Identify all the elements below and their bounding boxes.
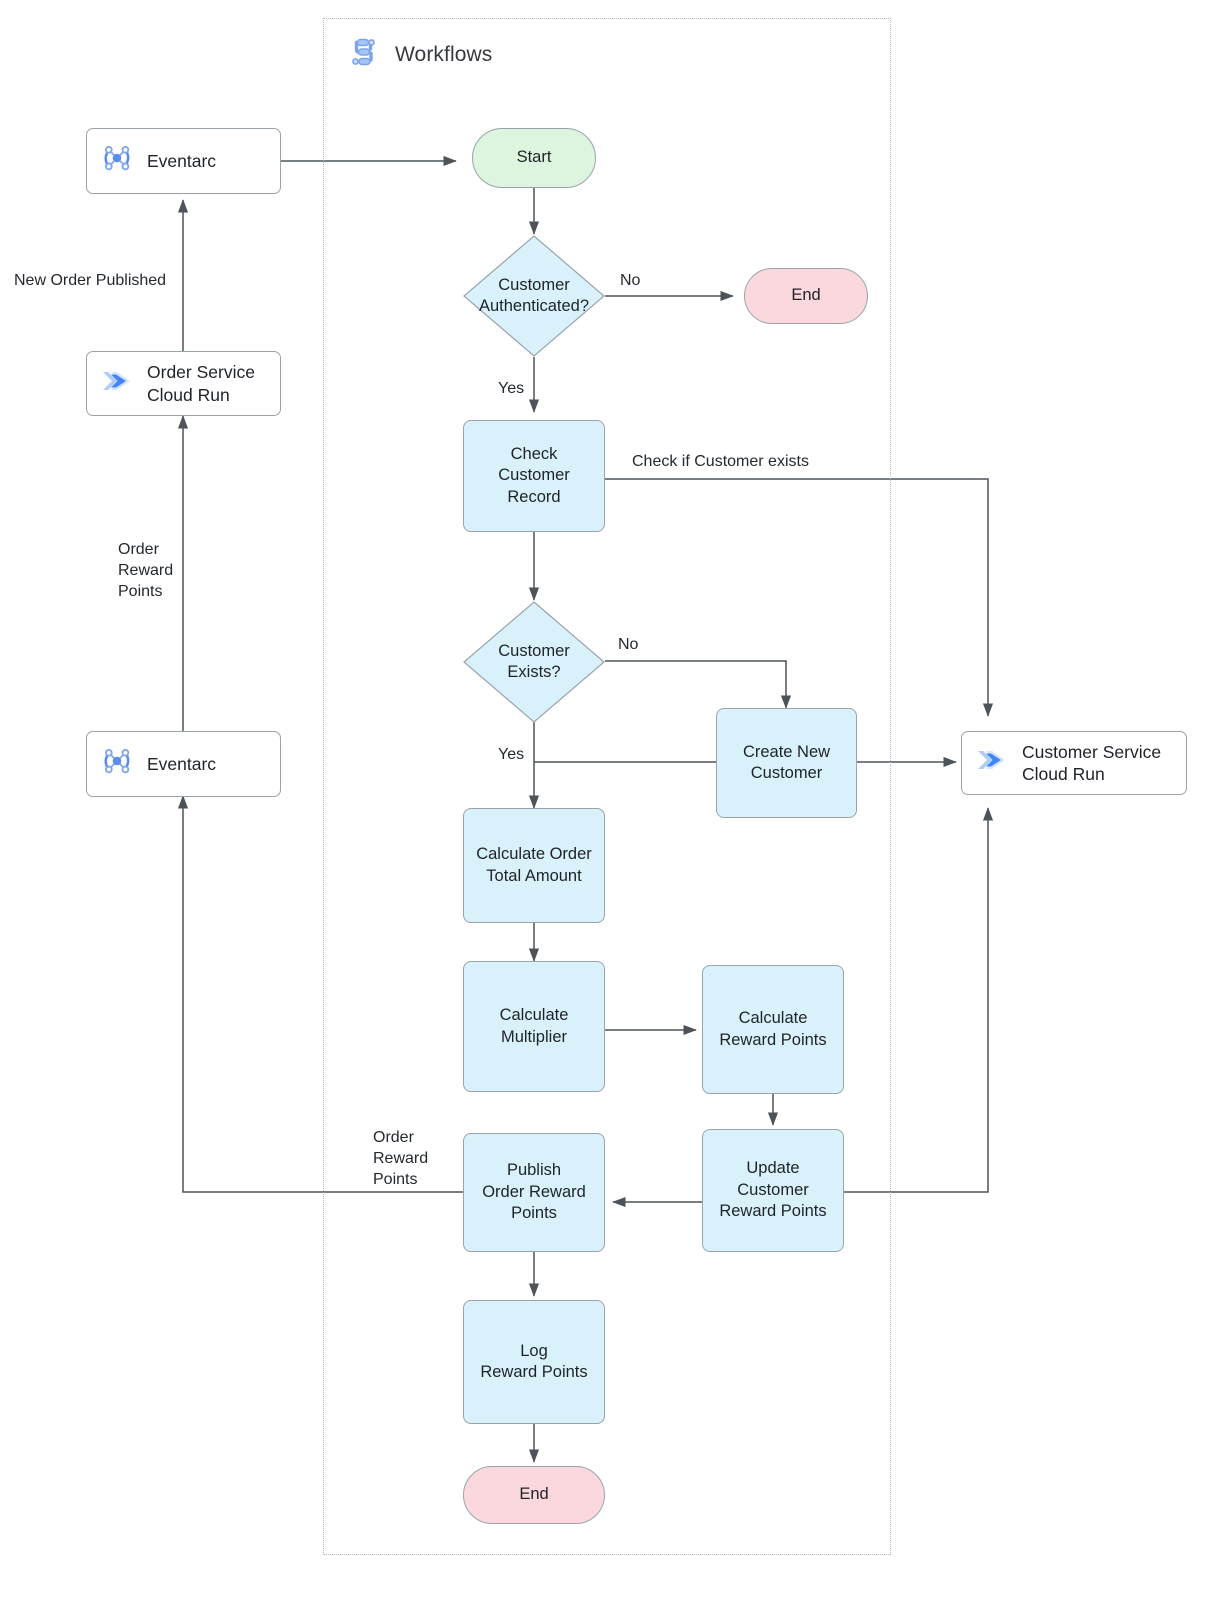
edge-label-check-if-customer-exists: Check if Customer exists bbox=[632, 453, 809, 470]
customer-service-line2: Cloud Run bbox=[1022, 764, 1105, 784]
update-line3: Reward Points bbox=[719, 1202, 827, 1221]
edge-label-auth-yes: Yes bbox=[498, 380, 525, 397]
create-customer-line2: Customer bbox=[750, 764, 823, 782]
customer-service-line1: Customer Service bbox=[1022, 741, 1162, 762]
auth-line1: Customer bbox=[498, 275, 570, 294]
cloud-run-icon bbox=[972, 740, 1012, 786]
edge-label-exists-yes: Yes bbox=[498, 746, 525, 763]
node-customer-authenticated[interactable]: Customer Authenticated? bbox=[462, 234, 606, 358]
node-eventarc-bottom-label: Eventarc bbox=[147, 753, 217, 774]
exists-line1: Customer bbox=[498, 641, 570, 660]
order-service-line1: Order Service bbox=[147, 362, 255, 383]
publish-line1: Publish bbox=[506, 1161, 562, 1180]
node-log-reward-points[interactable]: Log Reward Points bbox=[463, 1300, 605, 1424]
node-eventarc-bottom[interactable]: Eventarc bbox=[86, 731, 281, 797]
edge-label-auth-no: No bbox=[620, 272, 641, 289]
multiplier-line2: Multiplier bbox=[500, 1027, 567, 1046]
node-end-bottom[interactable]: End bbox=[463, 1466, 605, 1524]
calc-rp-line1: Calculate bbox=[738, 1009, 808, 1028]
create-customer-line1: Create New bbox=[742, 742, 831, 761]
node-calculate-order-total-label: Calculate Order Total Amount bbox=[476, 844, 592, 887]
node-end-top-label: End bbox=[791, 286, 821, 305]
check-record-line1: Check bbox=[510, 444, 558, 463]
edge-label-new-order-published: New Order Published bbox=[14, 272, 167, 289]
eventarc-icon bbox=[97, 138, 137, 184]
node-check-customer-record-label: Check Customer Record bbox=[498, 444, 570, 508]
node-check-customer-record[interactable]: Check Customer Record bbox=[463, 420, 605, 532]
workflows-header: Workflows bbox=[345, 33, 492, 76]
workflows-icon bbox=[345, 33, 383, 76]
node-calculate-multiplier-label: Calculate Multiplier bbox=[500, 1005, 569, 1048]
check-record-line2: Customer bbox=[498, 466, 570, 485]
log-line2: Reward Points bbox=[480, 1363, 588, 1381]
order-service-line2: Cloud Run bbox=[147, 384, 230, 405]
update-line1: Update bbox=[746, 1159, 800, 1178]
node-eventarc-top[interactable]: Eventarc bbox=[86, 128, 281, 194]
node-publish-order-reward-points-label: Publish Order Reward Points bbox=[482, 1160, 586, 1224]
node-update-customer-reward-points[interactable]: Update Customer Reward Points bbox=[702, 1129, 844, 1252]
node-end-top[interactable]: End bbox=[744, 268, 868, 324]
workflows-title: Workflows bbox=[395, 42, 493, 66]
eventarc-icon bbox=[97, 741, 137, 787]
check-record-line3: Record bbox=[507, 487, 561, 506]
workflows-container bbox=[323, 18, 891, 1555]
node-create-new-customer-label: Create New Customer bbox=[743, 742, 830, 785]
node-order-service-label: Order Service Cloud Run bbox=[147, 361, 255, 406]
publish-line2: Order Reward bbox=[482, 1182, 586, 1201]
node-customer-authenticated-text: Customer Authenticated? bbox=[462, 234, 606, 358]
node-calculate-order-total[interactable]: Calculate Order Total Amount bbox=[463, 808, 605, 923]
node-calculate-reward-points[interactable]: Calculate Reward Points bbox=[702, 965, 844, 1094]
node-calculate-multiplier[interactable]: Calculate Multiplier bbox=[463, 961, 605, 1092]
log-line1: Log bbox=[520, 1341, 548, 1360]
node-log-reward-points-label: Log Reward Points bbox=[480, 1341, 587, 1384]
node-customer-exists-text: Customer Exists? bbox=[462, 600, 606, 724]
exists-line2: Exists? bbox=[507, 663, 561, 681]
node-start-label: Start bbox=[516, 148, 552, 167]
node-customer-service[interactable]: Customer Service Cloud Run bbox=[961, 731, 1187, 795]
cloud-run-icon bbox=[97, 361, 137, 407]
node-end-bottom-label: End bbox=[519, 1485, 549, 1504]
auth-line2: Authenticated? bbox=[478, 297, 590, 315]
node-eventarc-top-label: Eventarc bbox=[147, 150, 217, 171]
node-create-new-customer[interactable]: Create New Customer bbox=[716, 708, 857, 818]
update-line2: Customer bbox=[737, 1180, 809, 1199]
node-start[interactable]: Start bbox=[472, 128, 596, 188]
node-update-customer-reward-points-label: Update Customer Reward Points bbox=[719, 1158, 826, 1222]
calc-rp-line2: Reward Points bbox=[719, 1030, 827, 1049]
edge-label-order-reward-points-left: Order Reward Points bbox=[118, 541, 174, 601]
edge-label-exists-no: No bbox=[618, 636, 639, 653]
node-customer-exists[interactable]: Customer Exists? bbox=[462, 600, 606, 724]
node-publish-order-reward-points[interactable]: Publish Order Reward Points bbox=[463, 1133, 605, 1252]
calc-total-line2: Total Amount bbox=[486, 866, 582, 885]
edge-label-order-reward-points-mid: Order Reward Points bbox=[373, 1129, 429, 1189]
publish-line3: Points bbox=[511, 1204, 557, 1223]
node-calculate-reward-points-label: Calculate Reward Points bbox=[719, 1008, 826, 1051]
multiplier-line1: Calculate bbox=[499, 1006, 569, 1025]
calc-total-line1: Calculate Order bbox=[476, 845, 592, 864]
node-customer-service-label: Customer Service Cloud Run bbox=[1022, 741, 1161, 786]
node-order-service[interactable]: Order Service Cloud Run bbox=[86, 351, 281, 416]
